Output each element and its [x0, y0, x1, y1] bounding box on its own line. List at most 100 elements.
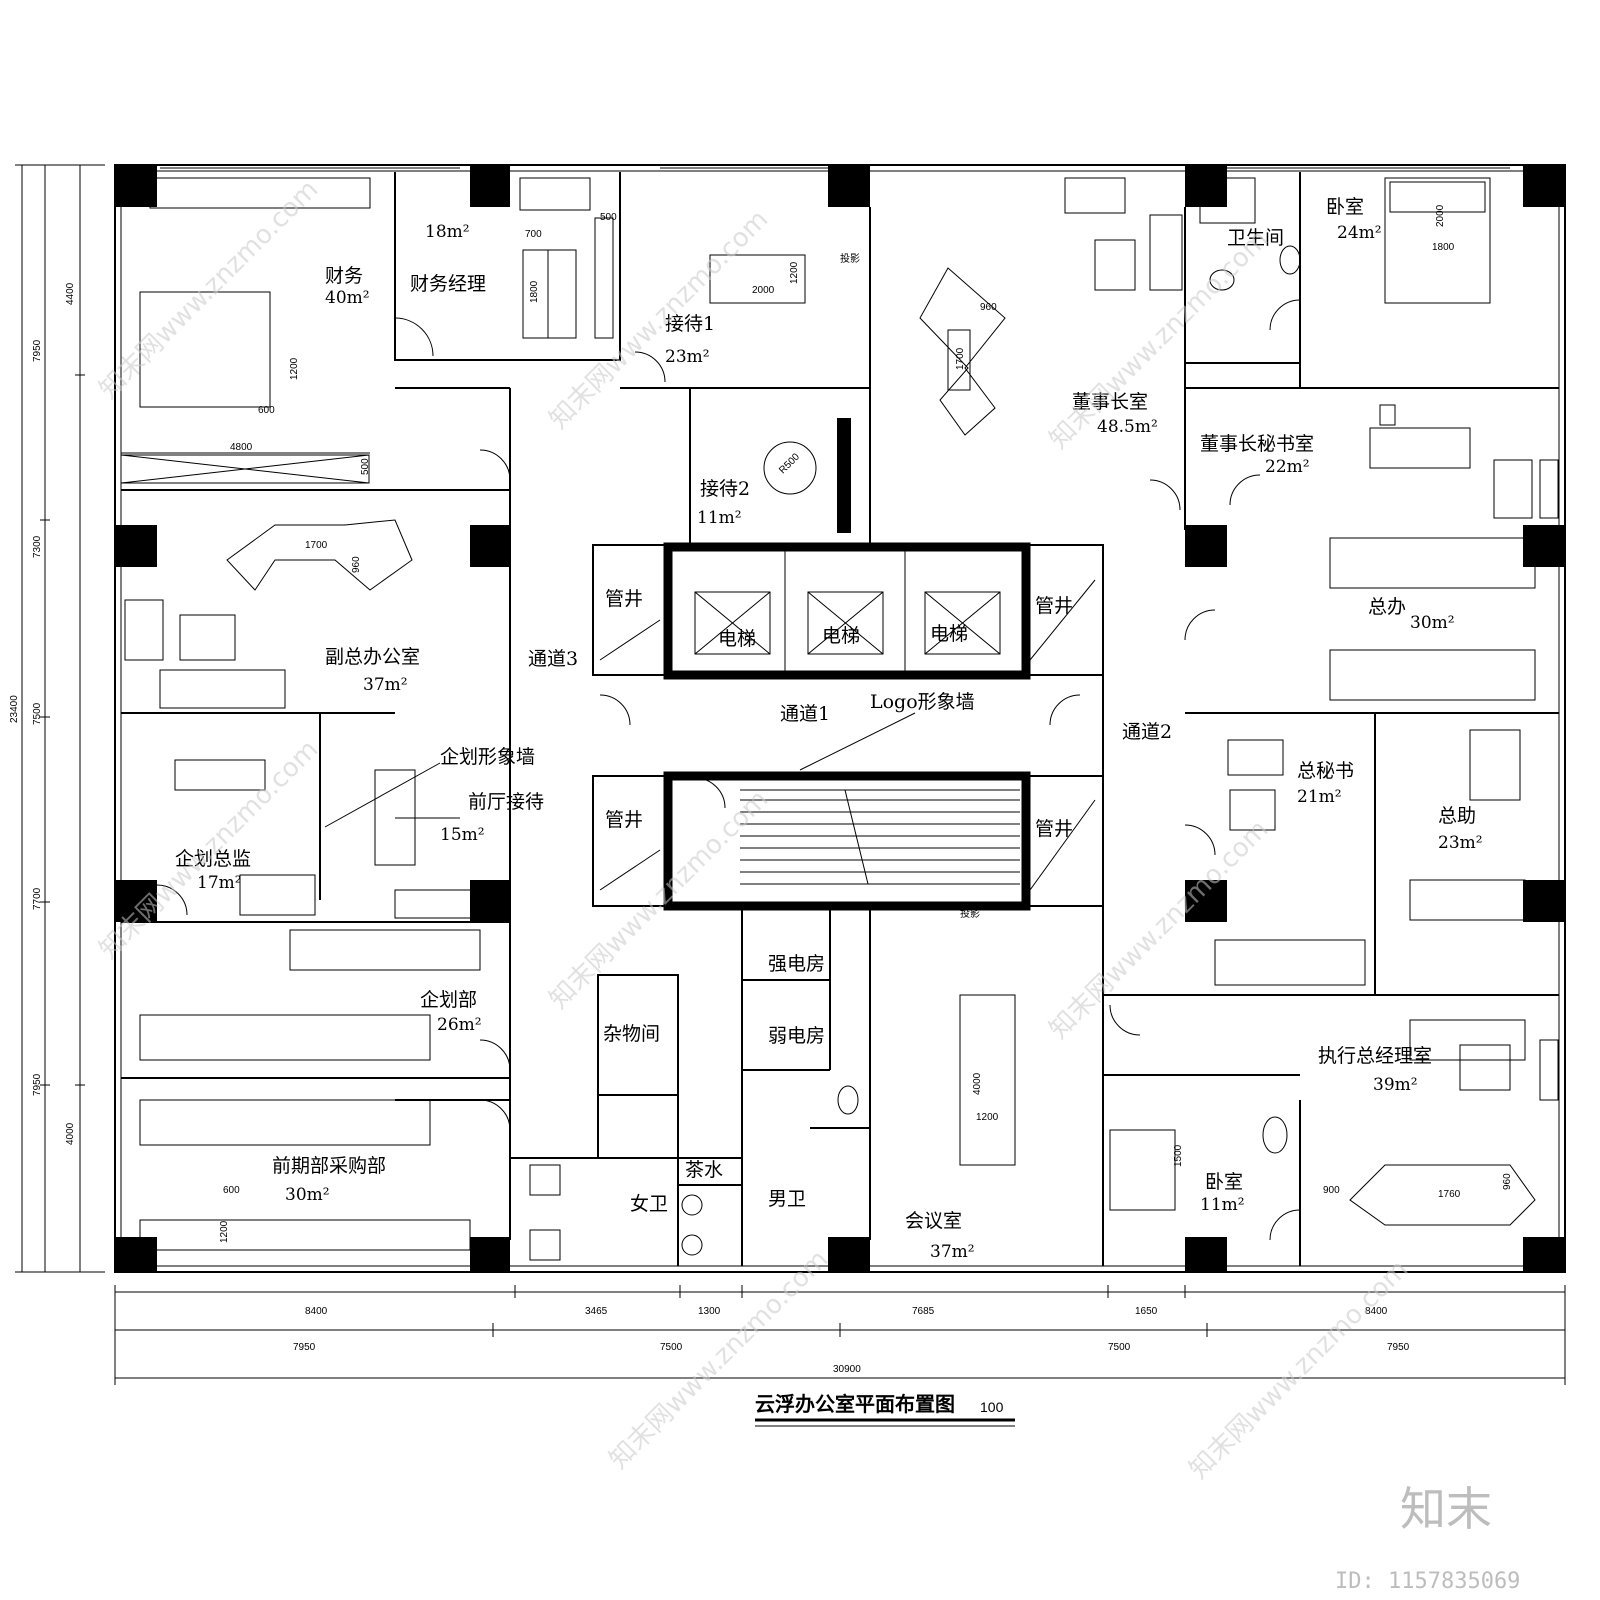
dim-600b: 600 [223, 1185, 240, 1196]
room-area-caiwujl: 18m² [425, 222, 470, 242]
interior-walls [121, 172, 1559, 1266]
womens-restroom-label: 女卫 [630, 1193, 668, 1215]
drawing-title-text: 云浮办公室平面布置图 [755, 1392, 955, 1416]
elevator-label-2: 电梯 [822, 625, 860, 647]
dim-960c: 960 [1502, 1173, 1513, 1190]
watermark-brand: 知末 [1400, 1482, 1492, 1536]
room-area-mishu: 22m² [1265, 457, 1310, 477]
staircase [740, 789, 1020, 885]
dim-r500: R500 [777, 451, 802, 476]
dim-1200d: 1200 [219, 1220, 230, 1243]
dim-bottom1-b: 3465 [585, 1306, 608, 1317]
door-swings [156, 299, 1301, 1241]
room-name-fuzong: 副总办公室 [325, 646, 420, 668]
corridor-2-label: 通道2 [1122, 721, 1172, 743]
dim-1760: 1760 [1438, 1189, 1461, 1200]
room-area-caiwu: 40m² [325, 288, 370, 308]
room-name-weishengjian: 卫生间 [1227, 227, 1284, 249]
drawing-scale: 100 [980, 1399, 1004, 1415]
dim-left-inner-a: 4400 [65, 282, 76, 305]
room-area-qihuazj: 17m² [197, 873, 242, 893]
room-area-jiedai1: 23m² [665, 347, 710, 367]
room-name-caiwu: 财务 [325, 265, 363, 287]
room-name-mishu: 董事长秘书室 [1200, 433, 1314, 455]
room-name-woshi1: 卧室 [1326, 196, 1364, 218]
dim-2000a: 2000 [752, 285, 775, 296]
dim-bottom-total: 30900 [833, 1364, 861, 1375]
dim-left-c: 7500 [32, 702, 43, 725]
room-area-zongmishu: 21m² [1297, 787, 1342, 807]
left-dimensions: 23400 7950 7300 7500 7700 7950 4400 4000 [9, 164, 105, 1273]
room-area-zhixing: 39m² [1373, 1075, 1418, 1095]
watermark-text-8: 知末网www.znzmo.com [1184, 1254, 1415, 1485]
dim-left-b: 7300 [32, 535, 43, 558]
bottom-dimensions: 8400 3465 1300 7685 1650 8400 7950 7500 … [114, 1285, 1566, 1385]
drawing-title: 云浮办公室平面布置图 100 [755, 1392, 1015, 1427]
room-area-dongshizhang: 48.5m² [1097, 417, 1158, 437]
furniture-dimensions: 700 500 1800 2000 1200 960 1700 2000 180… [219, 204, 1513, 1243]
room-name-caiwujl: 财务经理 [410, 273, 486, 295]
dim-2000b: 2000 [1435, 204, 1446, 227]
dim-1800: 1800 [529, 280, 540, 303]
outer-walls [114, 164, 1566, 1273]
room-area-woshi1: 24m² [1337, 223, 1382, 243]
watermark-id: ID: 1157835069 [1335, 1569, 1520, 1594]
dim-1800b: 1800 [1432, 242, 1455, 253]
dim-bottom1-d: 7685 [912, 1306, 935, 1317]
watermark-text-2: 知末网www.znzmo.com [544, 204, 775, 435]
room-name-zongban: 总办 [1368, 596, 1406, 618]
room-name-dongshizhang: 董事长室 [1072, 391, 1148, 413]
watermark-text-6: 知末网www.znzmo.com [1044, 814, 1275, 1045]
room-labels: 财务 40m² 18m² 财务经理 接待1 23m² 接待2 11m² 董事长室… [175, 196, 1483, 1262]
projector-label-2: 投影 [960, 907, 980, 920]
room-area-zongzhu: 23m² [1438, 833, 1483, 853]
dim-1500: 1500 [1173, 1144, 1184, 1167]
shaft-label-2: 管井 [1035, 595, 1073, 617]
corridor-1-label: 通道1 [780, 703, 830, 725]
dim-600a: 600 [258, 405, 275, 416]
room-area-qianqi: 30m² [285, 1185, 330, 1205]
dim-4800: 4800 [230, 442, 253, 453]
dim-1200a: 1200 [789, 261, 800, 284]
dim-500b: 500 [360, 458, 371, 475]
dim-700: 700 [525, 229, 542, 240]
room-name-qianting: 前厅接待 [468, 791, 544, 813]
elevator-label-1: 电梯 [718, 628, 756, 650]
room-name-qianqi: 前期部采购部 [272, 1155, 386, 1177]
watermark-text-7: 知末网www.znzmo.com [604, 1244, 835, 1475]
room-area-huiyi: 37m² [930, 1242, 975, 1262]
dim-1200b: 1200 [289, 357, 300, 380]
mens-restroom-label: 男卫 [768, 1188, 806, 1210]
dim-bottom1-e: 1650 [1135, 1306, 1158, 1317]
tea-room-label: 茶水 [685, 1159, 723, 1181]
weak-power-room-label: 弱电房 [768, 1025, 825, 1047]
room-area-qihuabu: 26m² [437, 1015, 482, 1035]
shaft-label-4: 管井 [1035, 818, 1073, 840]
dim-bottom2-a: 7950 [293, 1342, 316, 1353]
corridor-3-label: 通道3 [528, 648, 578, 670]
dim-left-a: 7950 [32, 339, 43, 362]
dim-1700b: 1700 [305, 540, 328, 551]
room-area-fuzong: 37m² [363, 675, 408, 695]
dim-500a: 500 [600, 212, 617, 223]
room-name-qihuazj: 企划总监 [175, 848, 251, 870]
room-area-zongban: 30m² [1410, 613, 1455, 633]
room-name-qihuabu: 企划部 [420, 989, 477, 1011]
dim-left-d: 7700 [32, 887, 43, 910]
dim-left-total: 23400 [9, 695, 20, 723]
room-area-woshi2: 11m² [1200, 1195, 1245, 1215]
dim-1200c: 1200 [976, 1112, 999, 1123]
dim-bottom2-c: 7500 [1108, 1342, 1131, 1353]
watermark-text-5: 知末网www.znzmo.com [544, 784, 775, 1015]
shaft-label-1: 管井 [605, 588, 643, 610]
dim-left-e: 7950 [32, 1073, 43, 1096]
elevator-label-3: 电梯 [930, 623, 968, 645]
room-name-huiyi: 会议室 [905, 1210, 962, 1232]
dim-900: 900 [1323, 1185, 1340, 1196]
dim-bottom2-b: 7500 [660, 1342, 683, 1353]
room-name-woshi2: 卧室 [1205, 1171, 1243, 1193]
dim-4000a: 4000 [972, 1072, 983, 1095]
dim-960b: 960 [351, 556, 362, 573]
watermark-text-3: 知末网www.znzmo.com [1044, 224, 1275, 455]
